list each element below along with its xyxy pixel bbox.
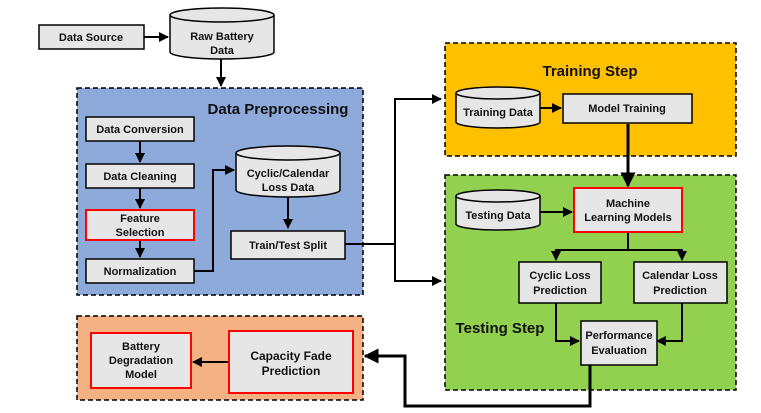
model-training-box: Model Training [562,93,693,124]
capacity-fade-prediction-box: Capacity Fade Prediction [228,330,354,394]
training-data-cylinder: Training Data [455,86,541,129]
data-cleaning-box: Data Cleaning [85,163,195,189]
performance-evaluation-label-line1: Performance [585,330,652,342]
training-step-title: Training Step [542,63,637,80]
normalization-label: Normalization [104,266,177,278]
data-preprocessing-title: Data Preprocessing [208,101,349,118]
cyclic-calendar-loss-data-label-line2: Loss Data [262,182,315,194]
capacity-fade-prediction-label-line2: Prediction [262,364,321,378]
training-data-label: Training Data [463,107,534,119]
calendar-loss-prediction-label-line1: Calendar Loss [642,270,718,282]
machine-learning-models-box: Machine Learning Models [573,187,683,233]
battery-degradation-model-label-line2: Degradation [109,355,173,367]
cyclic-calendar-loss-data-cylinder: Cyclic/Calendar Loss Data [235,145,341,198]
battery-degradation-model-box: Battery Degradation Model [90,332,192,389]
machine-learning-models-label-line1: Machine [606,198,650,210]
arrow-split-to-testing [394,244,442,286]
arrow-normalization-to-loss-data [194,165,235,272]
testing-data-cylinder: Testing Data [455,189,541,231]
arrow-ml-to-cyclic [551,233,629,261]
feature-selection-label-line1: Feature [120,213,160,225]
data-conversion-label: Data Conversion [96,124,184,136]
battery-degradation-model-label-line1: Battery [122,341,161,353]
arrow-cyclic-to-performance [555,303,580,346]
model-training-label: Model Training [588,103,666,115]
arrow-ml-to-calendar [628,249,687,261]
calendar-loss-prediction-label-line2: Prediction [653,285,707,297]
cyclic-calendar-loss-data-label-line1: Cyclic/Calendar [247,168,330,180]
cyclic-loss-prediction-label-line1: Cyclic Loss [529,270,590,282]
raw-battery-data-label-line2: Data [210,45,235,57]
data-conversion-box: Data Conversion [85,116,195,142]
normalization-box: Normalization [85,258,195,284]
train-test-split-box: Train/Test Split [230,230,346,260]
capacity-fade-prediction-label-line1: Capacity Fade [250,349,332,363]
testing-step-title: Testing Step [456,320,545,337]
machine-learning-models-label-line2: Learning Models [584,212,671,224]
connectors [135,32,687,408]
data-source-label: Data Source [59,32,123,44]
arrow-performance-to-capacity-fade [363,348,592,408]
performance-evaluation-box: Performance Evaluation [580,320,658,366]
testing-data-label: Testing Data [465,210,531,222]
raw-battery-data-label-line1: Raw Battery [190,31,254,43]
performance-evaluation-label-line2: Evaluation [591,345,647,357]
feature-selection-label-line2: Selection [116,227,165,239]
cyclic-loss-prediction-label-line2: Prediction [533,285,587,297]
battery-degradation-model-label-line3: Model [125,369,157,381]
cyclic-loss-prediction-box: Cyclic Loss Prediction [518,261,602,304]
arrow-calendar-to-performance [656,303,683,346]
train-test-split-label: Train/Test Split [249,240,327,252]
data-cleaning-label: Data Cleaning [103,171,176,183]
calendar-loss-prediction-box: Calendar Loss Prediction [633,261,728,304]
arrow-split-to-training [345,94,442,245]
data-source-box: Data Source [38,24,145,50]
feature-selection-box: Feature Selection [85,209,195,241]
raw-battery-data-cylinder: Raw Battery Data [169,7,275,60]
